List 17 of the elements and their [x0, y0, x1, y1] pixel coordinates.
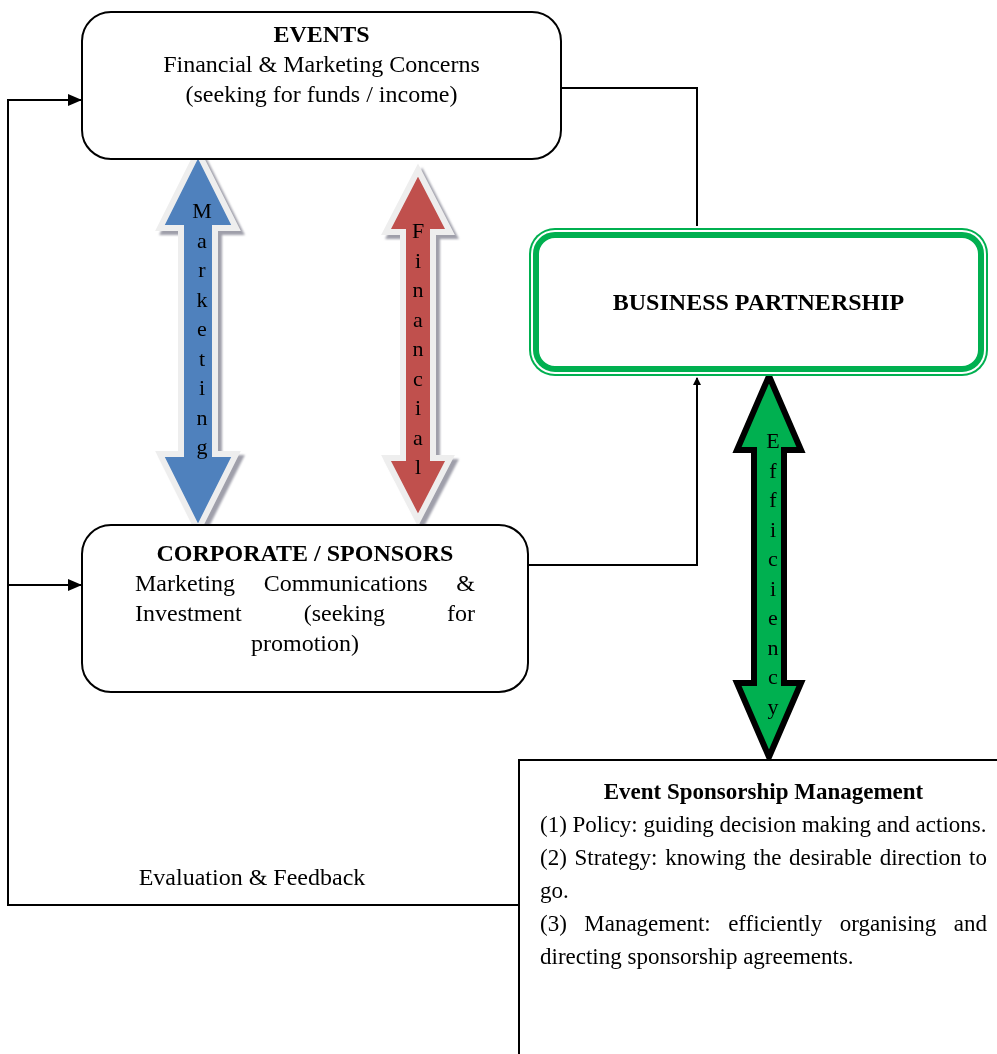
box-heading: EVENTS: [273, 20, 370, 49]
box-heading: BUSINESS PARTNERSHIP: [612, 288, 905, 317]
text-box: [518, 759, 997, 1054]
box-heading: Event Sponsorship Management: [602, 778, 925, 806]
double-block-arrow: [381, 163, 455, 527]
box-text: Financial & Marketing Concerns (seeking for funds / income): [162, 50, 481, 109]
vertical-arrow-label: Financial: [411, 217, 425, 481]
list-item: (1) Policy: guiding decision making and actions.: [540, 811, 987, 839]
list-item: (3) Management: efficiently organising and directing sponsorship agreements.: [540, 910, 987, 971]
rounded-box: [81, 524, 529, 693]
list-item: (2) Strategy: knowing the desirable direction to go.: [540, 844, 987, 905]
box-text: Marketing Communications & Investment (seeking for promotion): [135, 569, 475, 658]
connector-arrow: [528, 377, 701, 566]
vertical-arrow-label: Marketing: [192, 197, 212, 461]
rounded-box: [81, 11, 562, 160]
box-heading: CORPORATE / SPONSORS: [156, 539, 454, 568]
vertical-arrow-label: Efficiency: [766, 427, 780, 721]
